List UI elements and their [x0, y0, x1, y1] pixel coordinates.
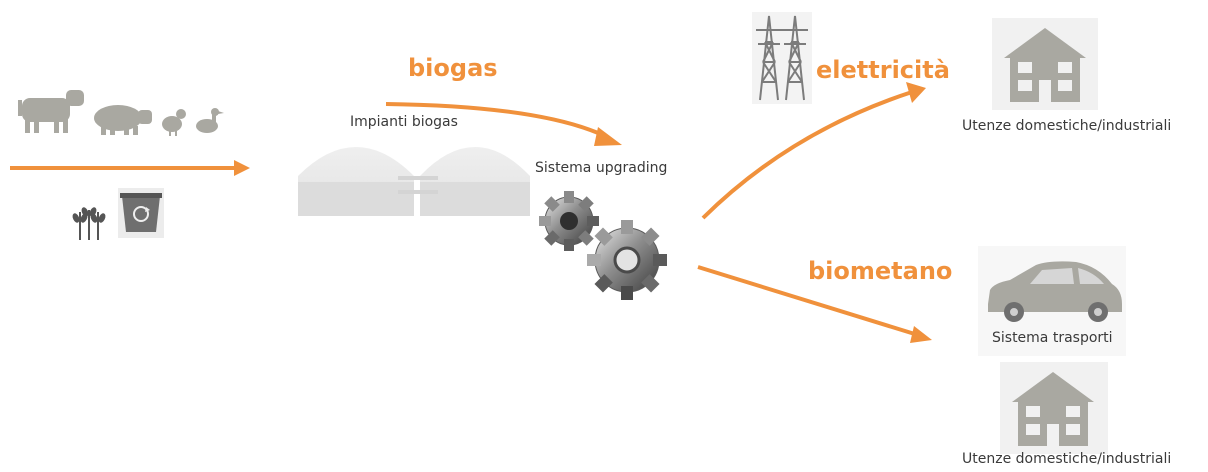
recycle-bin-icon [118, 188, 164, 238]
sistema-upgrading-label: Sistema upgrading [535, 160, 668, 176]
sistema-trasporti-label: Sistema trasporti [992, 330, 1113, 346]
impianti-biogas-label: Impianti biogas [350, 114, 458, 130]
wheat-icon [72, 207, 106, 240]
pig-icon [94, 105, 152, 135]
biometano-flow-label: biometano [808, 257, 953, 285]
digester-domes-icon [298, 140, 530, 216]
biogas-flow-label: biogas [408, 54, 498, 82]
building-icon [992, 18, 1098, 110]
power-pylon-icon [752, 12, 812, 104]
duck-icon [196, 108, 224, 133]
utenze-top-label: Utenze domestiche/industriali [962, 118, 1172, 134]
biometano-arrow [697, 265, 932, 343]
cow-icon [18, 90, 84, 133]
building-icon [1000, 362, 1108, 454]
biogas-arrow [385, 102, 622, 146]
utenze-bottom-label: Utenze domestiche/industriali [962, 451, 1172, 467]
elettricita-flow-label: elettricità [816, 56, 950, 84]
gears-icon [539, 191, 667, 300]
chicken-icon [162, 109, 186, 136]
input-arrow [10, 160, 250, 176]
elettricita-arrow [701, 82, 926, 220]
car-icon [978, 246, 1126, 356]
